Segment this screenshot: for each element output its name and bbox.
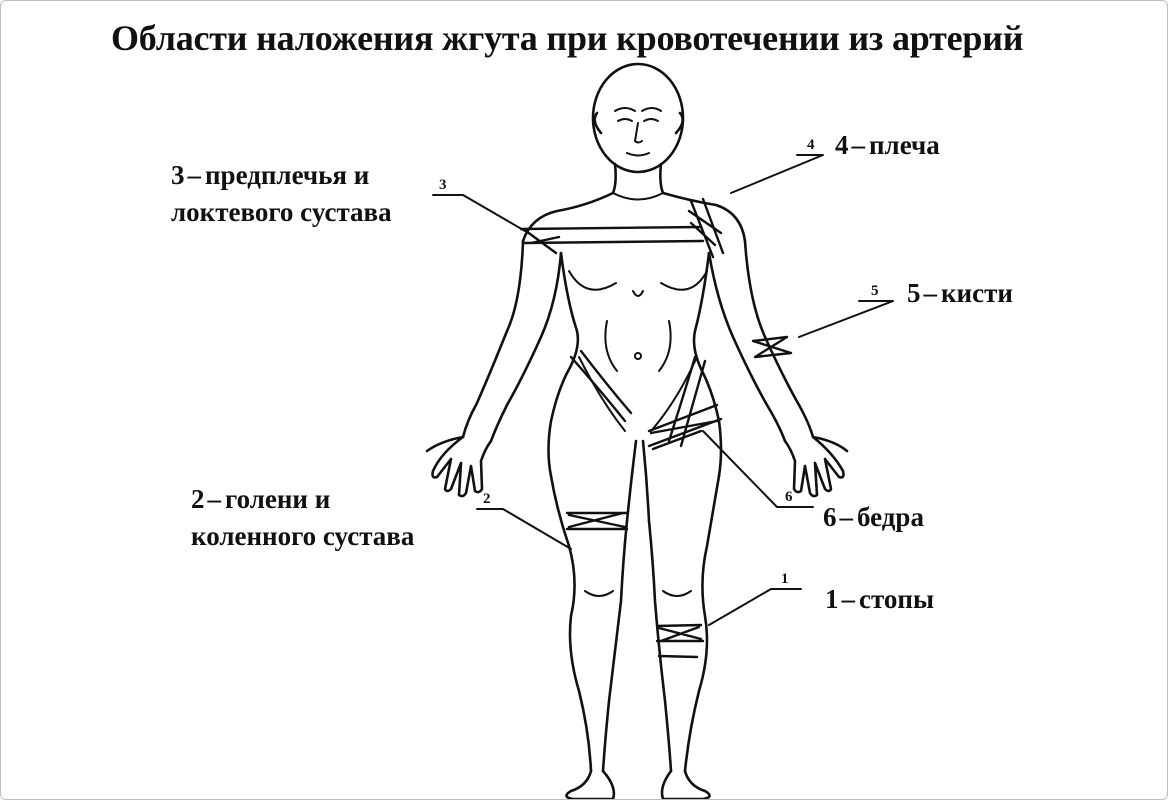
leader-6 bbox=[702, 430, 814, 508]
tourniquet-wrist bbox=[751, 335, 793, 359]
leader-4 bbox=[730, 154, 824, 194]
label-number: 3 bbox=[171, 160, 185, 190]
label-dash: – bbox=[207, 484, 222, 514]
torso-left bbox=[547, 251, 580, 478]
left-leg-outer bbox=[549, 474, 593, 773]
left-arm-outer bbox=[461, 239, 525, 439]
label-number: 5 bbox=[907, 278, 921, 308]
label-text: предплечья и bbox=[205, 160, 370, 190]
tourniquet-forearm bbox=[519, 225, 705, 245]
label-hand: 5–кисти bbox=[907, 275, 1013, 312]
label-dash: – bbox=[841, 584, 856, 614]
label-number: 4 bbox=[835, 130, 849, 160]
left-arm-inner bbox=[489, 251, 563, 443]
left-shoulder bbox=[521, 162, 617, 243]
tourniquet-groin bbox=[569, 349, 633, 423]
tourniquet-shin bbox=[655, 623, 705, 659]
label-dash: – bbox=[923, 278, 938, 308]
leader-2 bbox=[476, 508, 572, 550]
diagram-title: Области наложения жгута при кровотечении… bbox=[111, 18, 1024, 58]
label-shin: 2–голени и коленного сустава bbox=[191, 481, 414, 555]
label-number: 2 bbox=[191, 484, 205, 514]
callout-number-5: 5 bbox=[871, 283, 879, 299]
tourniquet-shoulder bbox=[687, 197, 725, 259]
label-foot: 1–стопы bbox=[825, 581, 934, 618]
label-text: стопы bbox=[859, 584, 935, 614]
callout-number-4: 4 bbox=[807, 137, 815, 153]
callout-number-1: 1 bbox=[781, 571, 789, 587]
left-hand bbox=[425, 435, 493, 498]
callout-number-6: 6 bbox=[785, 489, 793, 505]
label-text-line2: коленного сустава bbox=[191, 521, 415, 551]
left-foot bbox=[565, 769, 616, 799]
label-dash: – bbox=[839, 502, 854, 532]
head bbox=[591, 62, 685, 174]
label-text: бедра bbox=[857, 502, 924, 532]
label-thigh: 6–бедра bbox=[823, 499, 924, 536]
torso-right bbox=[692, 251, 723, 478]
tourniquet-knee bbox=[565, 511, 629, 531]
right-arm-inner bbox=[707, 251, 787, 443]
right-leg-outer bbox=[683, 474, 721, 773]
callout-number-2: 2 bbox=[483, 491, 491, 507]
label-text-line2: локтевого сустава bbox=[171, 197, 392, 227]
callout-number-3: 3 bbox=[439, 177, 447, 193]
left-leg-inner bbox=[601, 439, 638, 773]
label-forearm: 3–предплечья и локтевого сустава bbox=[171, 157, 392, 231]
right-hand bbox=[783, 435, 849, 498]
right-foot bbox=[660, 769, 711, 799]
right-arm-outer bbox=[743, 239, 815, 439]
label-text: голени и bbox=[225, 484, 331, 514]
leader-1 bbox=[708, 588, 802, 626]
tourniquets bbox=[519, 197, 793, 659]
leader-lines bbox=[432, 154, 894, 626]
label-dash: – bbox=[187, 160, 202, 190]
label-text: плеча bbox=[869, 130, 940, 160]
leader-3 bbox=[432, 194, 526, 232]
leader-5 bbox=[798, 300, 894, 338]
label-number: 1 bbox=[825, 584, 839, 614]
right-shoulder bbox=[659, 162, 747, 243]
label-dash: – bbox=[851, 130, 866, 160]
right-leg-inner bbox=[641, 439, 673, 773]
label-number: 6 bbox=[823, 502, 837, 532]
label-text: кисти bbox=[941, 278, 1013, 308]
label-shoulder: 4–плеча bbox=[835, 127, 940, 164]
